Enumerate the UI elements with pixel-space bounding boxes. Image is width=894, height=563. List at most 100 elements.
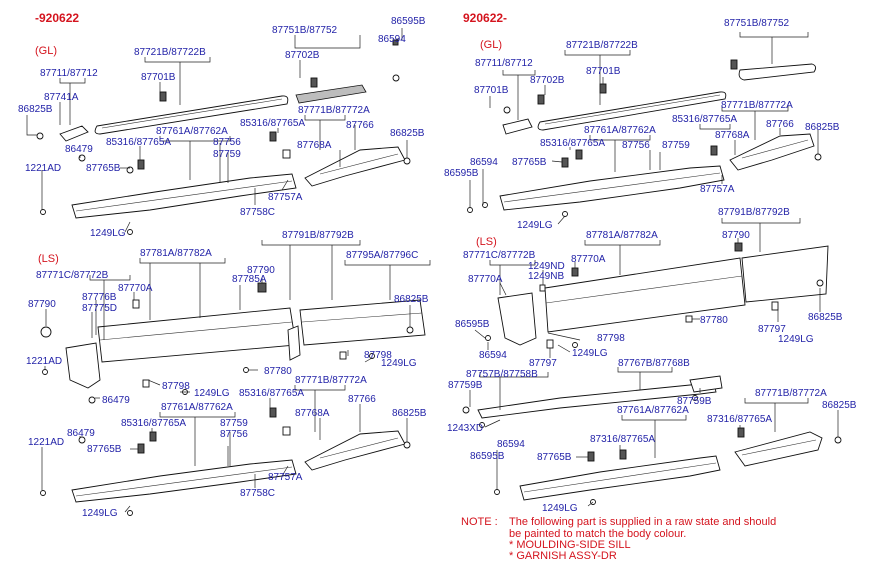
part-number-label: 87767B/87768B: [618, 358, 690, 369]
part-number-label: 1249LG: [381, 358, 417, 369]
part-number-label: 87770A: [468, 274, 503, 285]
part-moulding-upper: [94, 95, 289, 135]
note-line-2: be painted to match the body colour.: [509, 528, 686, 540]
part-number-label: 87771C/87772B: [463, 250, 536, 261]
part-number-label: 87776B: [82, 292, 117, 303]
panel-ls-left: 87791B/87792B 87781A/87782A 87795A/87796…: [26, 230, 431, 406]
screw-icon: [369, 353, 375, 359]
clip-icon: [571, 267, 579, 277]
part-number-label: 86479: [65, 144, 93, 155]
part-number-label: 86825B: [392, 408, 427, 419]
part-number-label: 1249LG: [572, 348, 608, 359]
part-number-label: 87756: [622, 140, 650, 151]
part-number-label: 87757A: [700, 184, 735, 195]
screw-icon: [834, 436, 842, 444]
part-number-label: 87771B/87772A: [755, 388, 827, 399]
part-number-label: 87766: [766, 119, 794, 130]
part-number-label: 87701B: [474, 85, 509, 96]
part-end-cap: [59, 125, 89, 142]
part-number-label: 87770A: [118, 283, 153, 294]
screw-icon: [485, 335, 491, 341]
clip-icon: [310, 77, 318, 88]
screw-icon: [36, 132, 44, 140]
part-number-label: 86825B: [394, 294, 429, 305]
part-number-label: 85316/87765A: [239, 388, 304, 399]
part-number-label: 87766: [346, 120, 374, 131]
part-number-label: 87761A/87762A: [156, 126, 228, 137]
panel-gl-right: 87751B/87752 87721B/87722B 87711/87712 8…: [444, 18, 840, 231]
note-item-2: * GARNISH ASSY-DR: [509, 550, 617, 562]
part-door-garnish-front: [544, 257, 746, 333]
part-number-label: 86825B: [805, 122, 840, 133]
clip-icon: [575, 149, 583, 160]
part-rocker-garnish: [71, 459, 297, 503]
part-number-label: 87758C: [240, 207, 275, 218]
part-number-label: 87757B/87758B: [466, 369, 538, 380]
part-number-label: 1249LG: [778, 334, 814, 345]
clip-icon: [149, 431, 157, 442]
part-rocker-garnish: [499, 165, 725, 211]
clip-icon: [137, 443, 145, 454]
part-door-garnish-front: [97, 307, 297, 363]
clip-icon: [561, 157, 569, 168]
clip-icon: [730, 59, 738, 70]
clip-icon: [269, 131, 277, 142]
part-number-label: 87751B/87752: [272, 25, 338, 36]
screw-icon: [572, 342, 578, 348]
screw-icon: [467, 207, 473, 213]
clip-icon: [599, 83, 607, 94]
part-number-label: 1249LG: [517, 220, 553, 231]
part-door-garnish-rear: [299, 299, 426, 346]
part-number-label: 87768A: [297, 140, 332, 151]
part-number-label: 87759: [213, 149, 241, 160]
screw-icon: [562, 211, 568, 217]
part-number-label: 87756: [213, 137, 241, 148]
part-bracket: [689, 375, 723, 393]
part-number-label: 87701B: [586, 66, 621, 77]
part-number-label: 87771C/87772B: [36, 270, 109, 281]
part-end-cap: [502, 118, 533, 135]
part-number-label: 86594: [497, 439, 525, 450]
part-number-label: 87790: [247, 265, 275, 276]
part-number-label: 1221AD: [25, 163, 61, 174]
screw-icon: [88, 396, 96, 404]
part-number-label: 87757A: [268, 192, 303, 203]
part-number-label: 86595B: [470, 451, 505, 462]
screw-icon: [403, 157, 411, 165]
panel-gl-left-lower: 87771B/87772A 85316/87765A 87761A/87762A…: [28, 375, 427, 519]
screw-icon: [42, 369, 48, 375]
part-front-garnish: [497, 292, 537, 346]
part-number-label: 86594: [378, 34, 406, 45]
screw-icon: [392, 74, 400, 82]
part-number-label: 87765B: [86, 163, 121, 174]
clip-icon: [734, 242, 743, 252]
part-number-label: 1249LG: [542, 503, 578, 514]
part-number-label: 85316/87765A: [672, 114, 737, 125]
part-number-label: 87766: [348, 394, 376, 405]
part-number-label: 87711/87712: [40, 68, 98, 79]
clip-icon: [546, 339, 554, 349]
variant-gl-left: (GL): [35, 45, 57, 57]
part-number-label: 87771B/87772A: [721, 100, 793, 111]
screw-icon: [243, 367, 249, 373]
part-number-label: 87791B/87792B: [718, 207, 790, 218]
part-number-label: 87785A: [232, 274, 267, 285]
part-moulding-rear: [738, 63, 817, 81]
note-line-1: The following part is supplied in a raw …: [509, 516, 776, 528]
part-number-label: 86594: [470, 157, 498, 168]
part-number-label: 87757A: [268, 472, 303, 483]
note-lead: NOTE :: [461, 516, 498, 528]
header-left: -920622: [35, 11, 79, 25]
screw-icon: [40, 490, 46, 496]
part-number-label: 87759: [220, 418, 248, 429]
part-number-label: 86595B: [455, 319, 490, 330]
clip-icon: [619, 449, 627, 460]
part-number-label: 87798: [597, 333, 625, 344]
part-number-label: 87775D: [82, 303, 117, 314]
part-rocker-garnish: [519, 455, 721, 501]
part-number-label: 87795A/87796C: [346, 250, 418, 261]
part-number-label: 87781A/87782A: [140, 248, 212, 259]
screw-icon: [816, 279, 824, 287]
part-number-label: 87765B: [87, 444, 122, 455]
note-block: NOTE : The following part is supplied in…: [461, 516, 776, 562]
